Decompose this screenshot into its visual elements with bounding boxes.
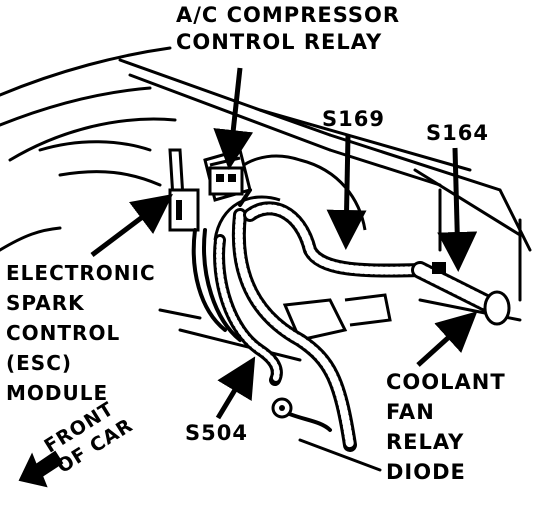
arrow-coolant-diode bbox=[416, 311, 478, 367]
arrow-s169 bbox=[326, 134, 367, 250]
label-coolant-fan-relay-diode: COOLANT FAN RELAY DIODE bbox=[386, 370, 506, 484]
label-s504: S504 bbox=[185, 421, 248, 445]
wiring-harness bbox=[191, 188, 499, 452]
arrow-ac-relay bbox=[213, 67, 254, 170]
label-esc-module: ELECTRONIC SPARK CONTROL (ESC) MODULE bbox=[6, 261, 156, 405]
label-s164: S164 bbox=[426, 121, 489, 145]
label-s169: S169 bbox=[322, 107, 385, 131]
esc-module bbox=[168, 188, 200, 232]
harness-connector bbox=[271, 397, 293, 419]
arrow-esc bbox=[90, 193, 173, 257]
pointer-arrows bbox=[90, 67, 478, 420]
front-of-car-arrow-icon bbox=[18, 450, 64, 488]
label-ac-compressor-control-relay: A/C COMPRESSOR CONTROL RELAY bbox=[176, 3, 401, 54]
arrow-s504 bbox=[215, 356, 256, 420]
arrow-s164 bbox=[437, 147, 478, 272]
ac-compressor-control-relay bbox=[208, 166, 244, 196]
